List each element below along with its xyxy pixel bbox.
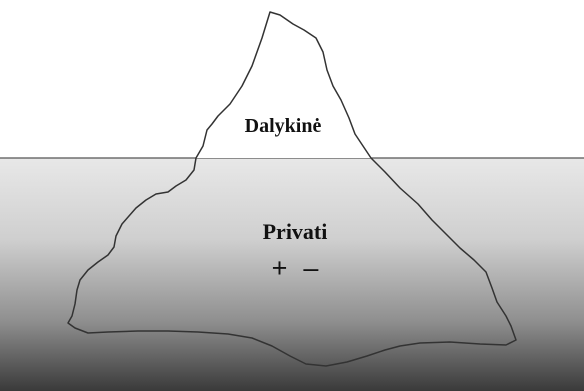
above-water-label: Dalykinė bbox=[245, 115, 322, 138]
minus-sign: – bbox=[303, 253, 318, 284]
plus-sign: + bbox=[272, 253, 288, 284]
plus-minus-signs: +– bbox=[272, 253, 319, 284]
below-water-label: Privati bbox=[263, 219, 328, 245]
